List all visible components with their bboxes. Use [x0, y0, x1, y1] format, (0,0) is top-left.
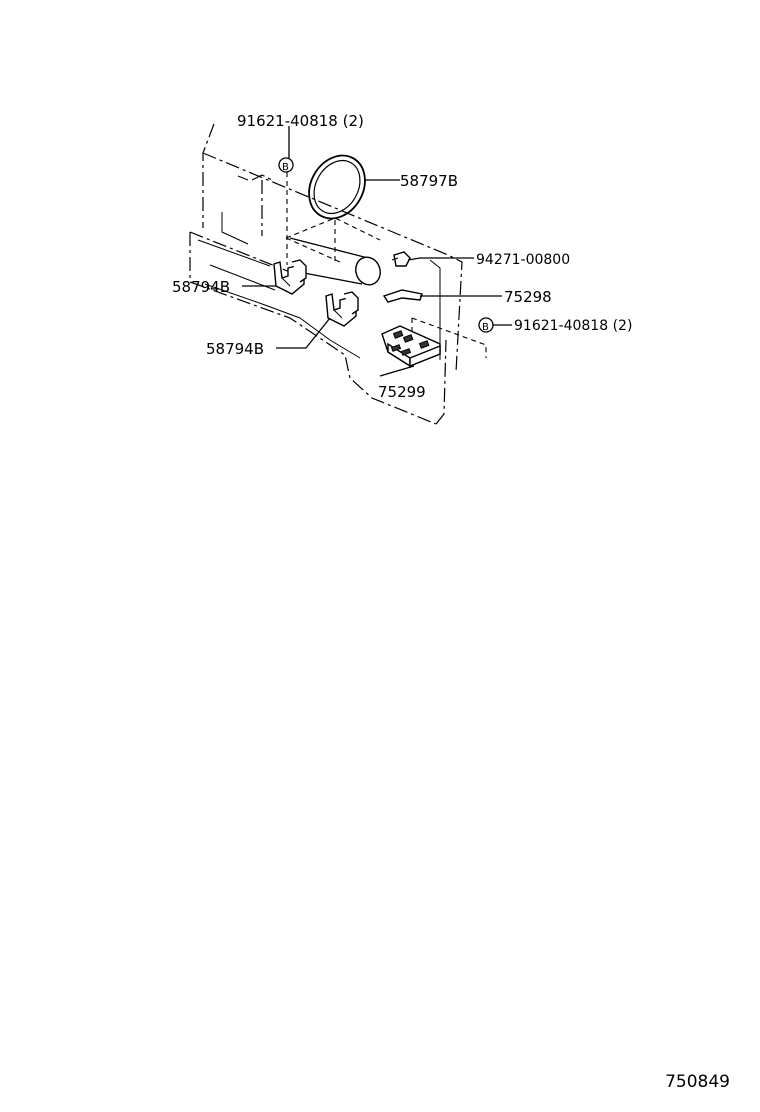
nut: [391, 251, 411, 267]
panel-outline: [189, 123, 463, 425]
callout-bracket: 75298: [504, 288, 552, 306]
callout-ring: 58797B: [400, 172, 458, 190]
tube: [287, 237, 381, 286]
clip-upper: [273, 259, 307, 295]
callout-bolt-top: 91621-40818 (2): [237, 112, 364, 130]
bolt-symbol-right: B: [478, 317, 494, 333]
svg-text:B: B: [282, 162, 289, 173]
callout-block: 75299: [378, 383, 426, 401]
bracket: [382, 289, 423, 303]
callout-bolt-right: 91621-40818 (2): [514, 318, 632, 334]
svg-text:B: B: [482, 322, 489, 333]
callout-nut: 94271-00800: [476, 252, 570, 268]
o-ring: [308, 154, 366, 220]
bolt-symbol-top: B: [278, 157, 294, 173]
block: [381, 325, 441, 368]
callout-clip-lower: 58794B: [206, 340, 264, 358]
illustration-number: 750849: [665, 1072, 730, 1092]
leader-lines: [242, 126, 512, 377]
clip-lower: [325, 291, 359, 327]
callout-clip-upper: 58794B: [172, 278, 230, 296]
panel-detail-lines: [197, 175, 441, 360]
